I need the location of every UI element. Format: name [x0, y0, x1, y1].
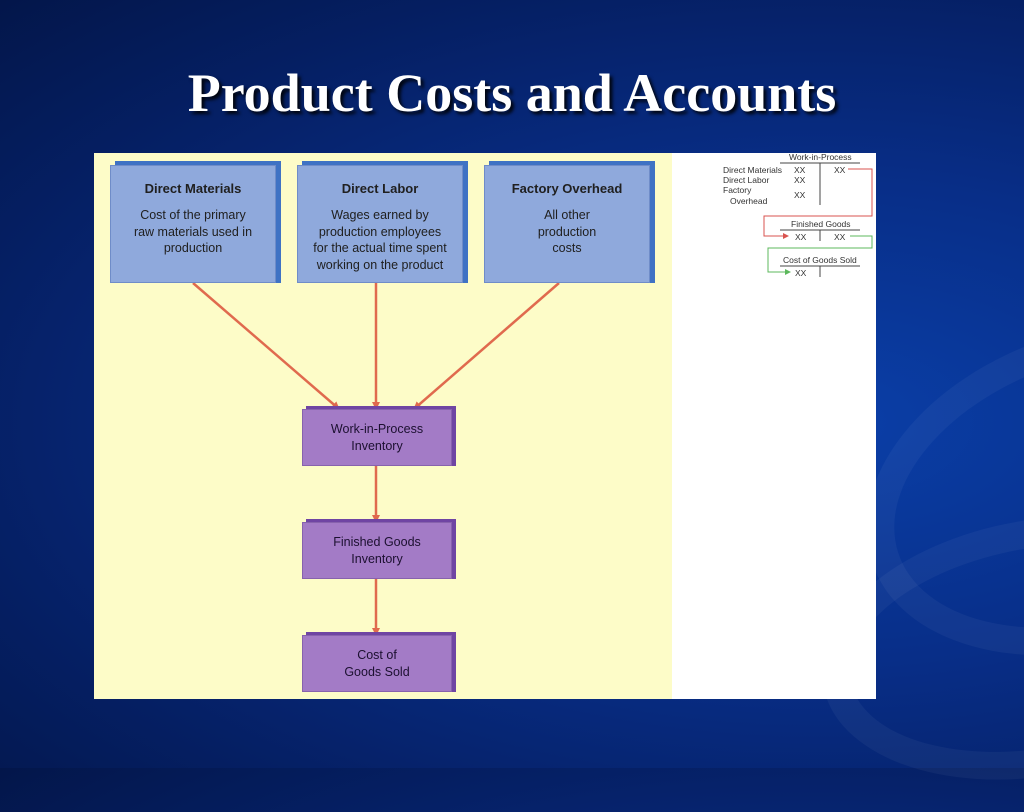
flow-arrows	[192, 282, 560, 636]
direct-labor-description: Wages earned by production employees for…	[313, 208, 447, 272]
direct-materials-heading: Direct Materials	[144, 181, 242, 196]
wip-to-fg-link	[763, 168, 873, 239]
wip-label-direct-materials: Direct Materials	[723, 165, 783, 175]
wip-label-factory: Factory	[723, 185, 752, 195]
t-account-lines	[763, 162, 873, 277]
cost-of-goods-sold-box: Cost of Goods Sold	[302, 635, 452, 692]
finished-goods-box: Finished Goods Inventory	[302, 522, 452, 579]
slide-title: Product Costs and Accounts	[187, 63, 837, 123]
work-in-process-box: Work-in-Process Inventory	[302, 409, 452, 466]
factory-overhead-heading: Factory Overhead	[511, 181, 623, 196]
direct-materials-description: Cost of the primary raw materials used i…	[133, 208, 253, 255]
direct-labor-heading: Direct Labor	[341, 181, 419, 196]
wip-debit-value-overhead: XX	[794, 190, 806, 200]
direct-materials-box: Direct Materials Cost of the primary raw…	[110, 165, 276, 283]
wip-debit-value-labor: XX	[794, 175, 806, 185]
t-account-panel	[672, 153, 876, 699]
direct-labor-box: Direct Labor Wages earned by production …	[297, 165, 463, 283]
wip-credit-value: XX	[834, 165, 846, 175]
cogs-debit-value: XX	[795, 268, 807, 278]
factory-overhead-description: All other production costs	[537, 208, 597, 255]
cogs-t-title: Cost of Goods Sold	[783, 255, 857, 265]
fg-debit-value: XX	[795, 232, 807, 242]
wip-label-direct-labor: Direct Labor	[723, 175, 770, 185]
fg-t-title: Finished Goods	[791, 219, 851, 229]
fg-credit-value: XX	[834, 232, 846, 242]
wip-t-title: Work-in-Process	[789, 152, 852, 162]
arrow-overhead-to-wip	[413, 282, 560, 410]
factory-overhead-box: Factory Overhead All other production co…	[484, 165, 650, 283]
fg-to-cogs-link	[767, 235, 873, 275]
arrow-materials-to-wip	[192, 282, 340, 410]
wip-debit-value-materials: XX	[794, 165, 806, 175]
wip-label-overhead: Overhead	[730, 196, 768, 206]
